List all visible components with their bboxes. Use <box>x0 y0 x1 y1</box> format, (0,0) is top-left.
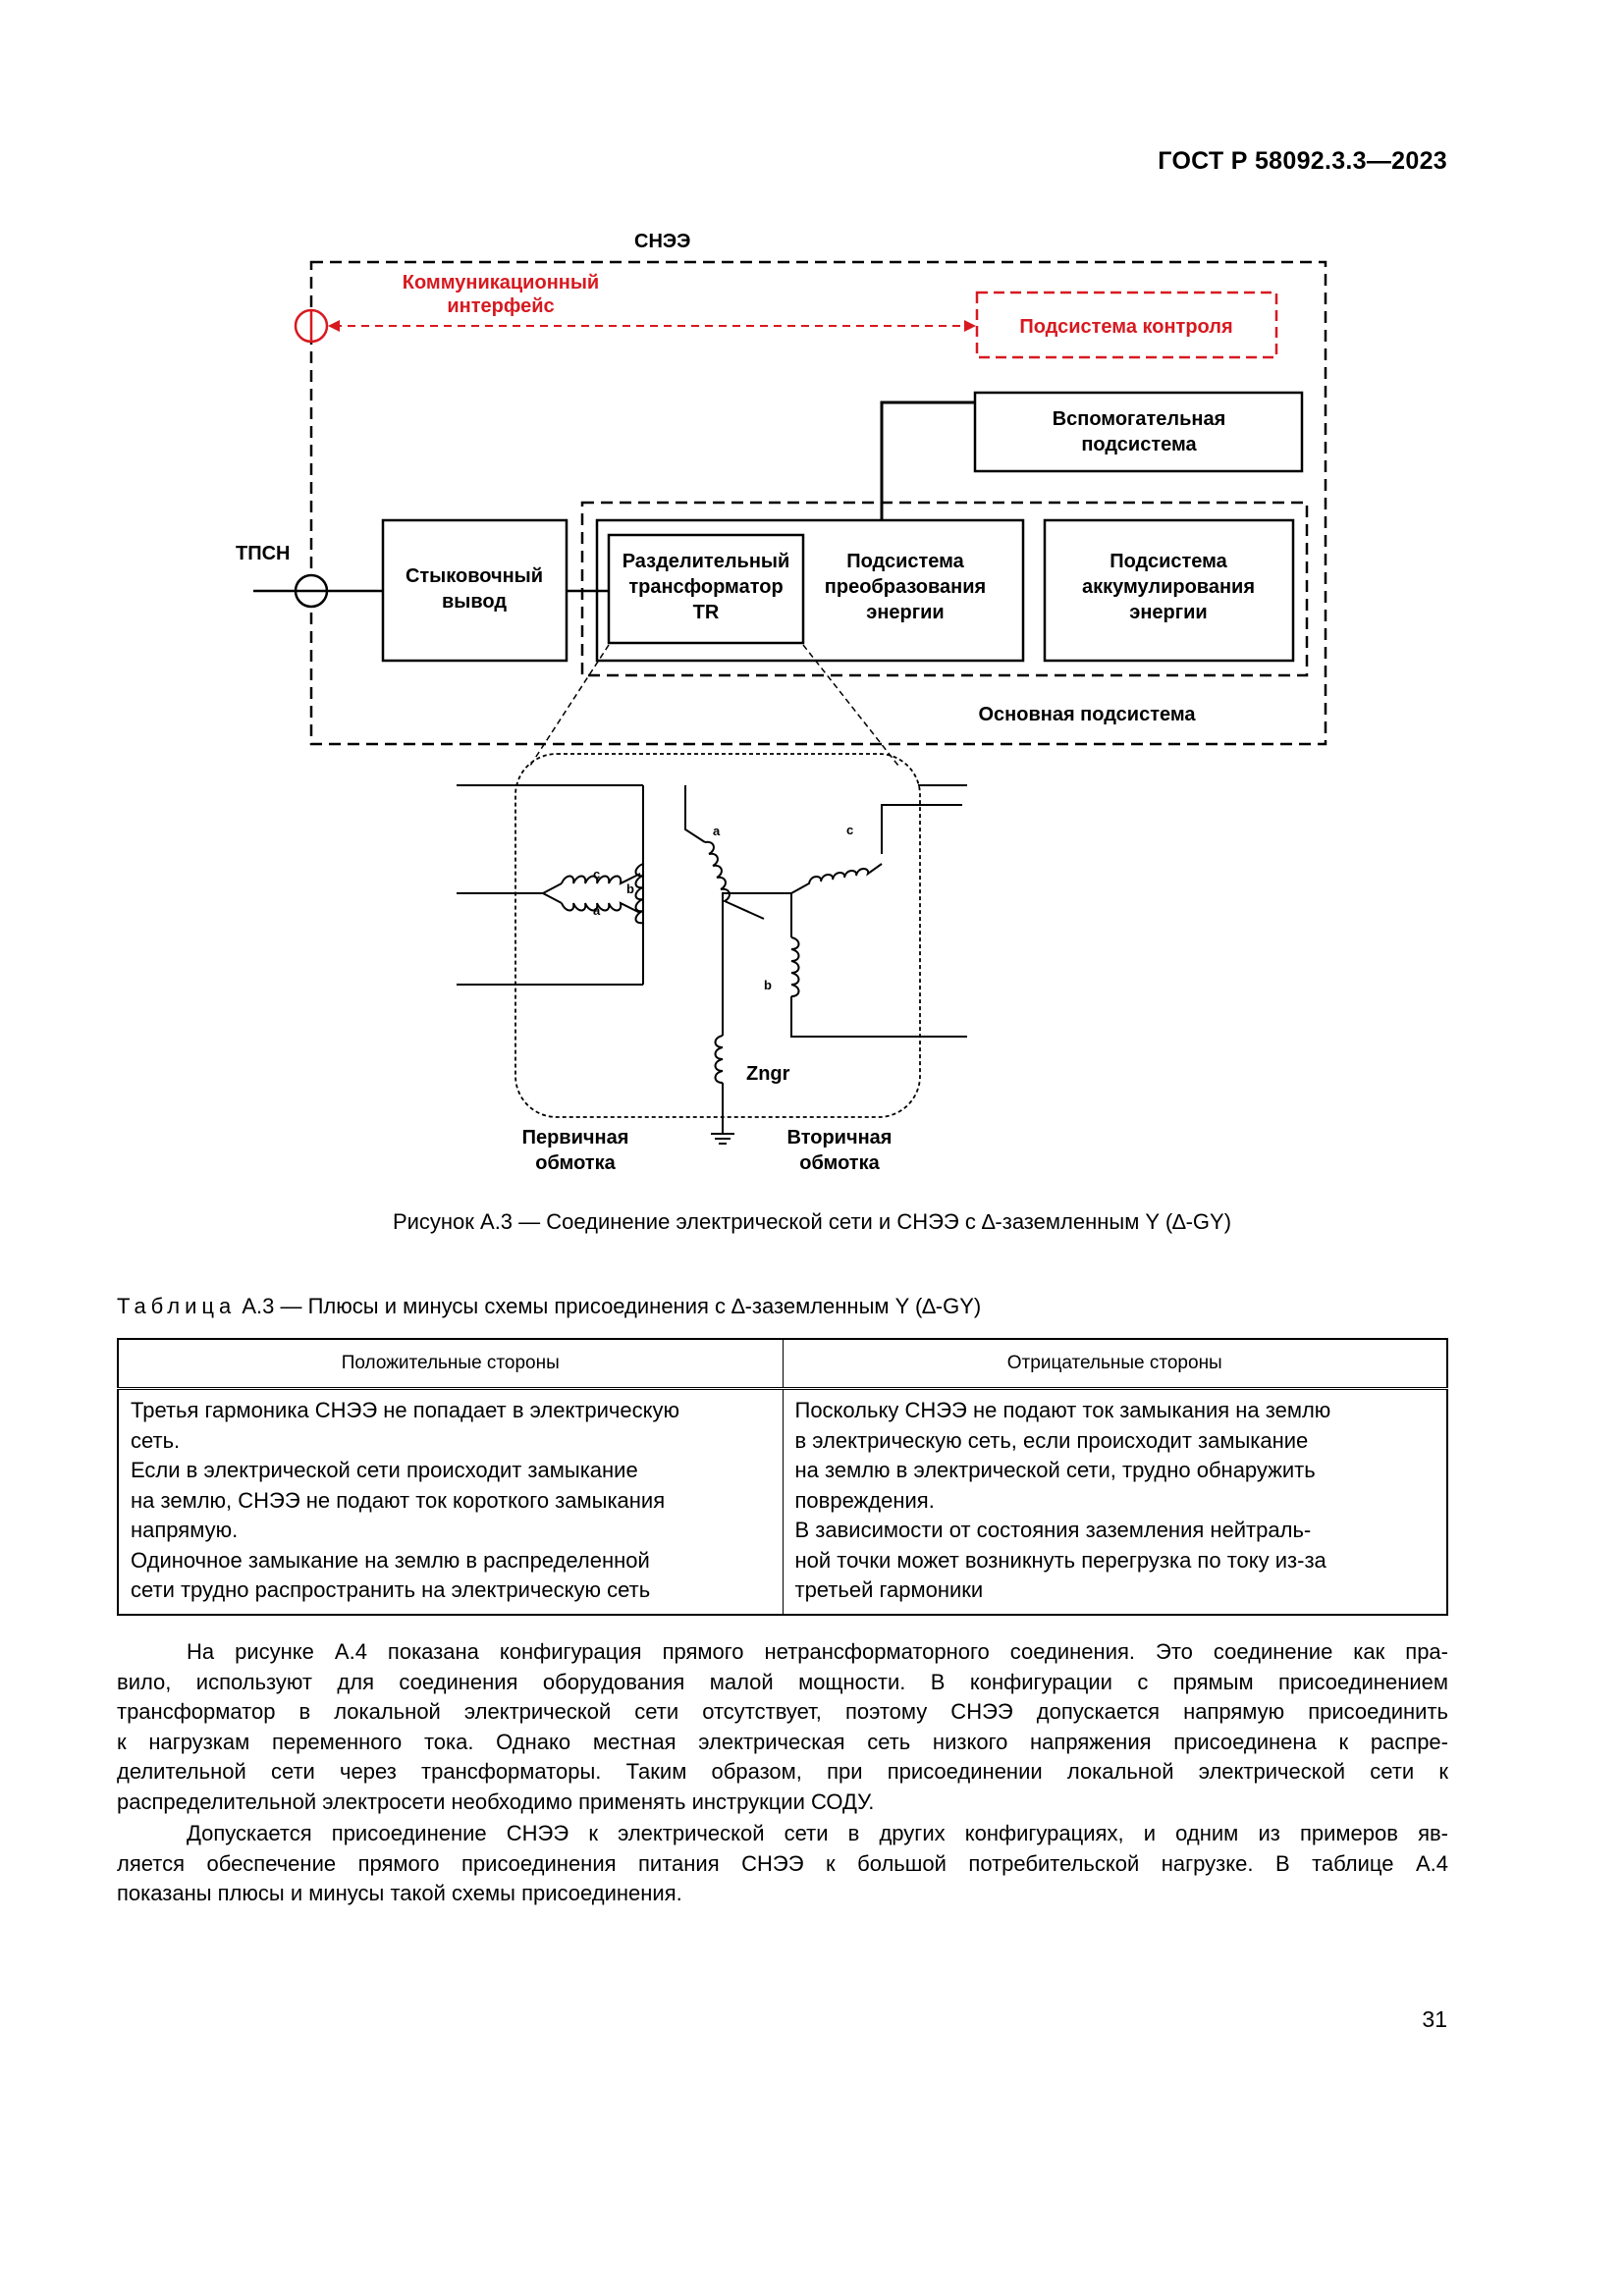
negative-line: третьей гармоники <box>794 1577 984 1602</box>
control-subsystem-label: Подсистема контроля <box>1019 316 1232 338</box>
positive-line: Одиночное замыкание на землю в распредел… <box>131 1547 650 1573</box>
zngr-label: Zngr <box>746 1063 790 1085</box>
negative-line: ной точки может возникнуть перегрузка по… <box>794 1547 1326 1573</box>
conversion-subsystem-box <box>595 518 1025 663</box>
primary-phase-a-label: a <box>593 903 601 918</box>
paragraph-line: показаны плюсы и минусы такой схемы прис… <box>117 1881 682 1905</box>
secondary-phase-a-label: a <box>713 824 721 838</box>
transformer-detail-boundary <box>514 753 921 1118</box>
paragraph-line: делительной сети через трансформаторы. Т… <box>117 1759 1448 1784</box>
secondary-phase-b-label: b <box>764 978 772 992</box>
primary-phase-c-label: c <box>593 867 600 881</box>
pros-cons-table: Положительные стороны Отрицательные стор… <box>117 1338 1448 1616</box>
negative-line: Поскольку СНЭЭ не подают ток замыкания н… <box>794 1398 1331 1422</box>
snee-label: СНЭЭ <box>634 231 690 252</box>
tpsn-label: ТПСН <box>236 543 290 564</box>
positive-cell: Третья гармоника СНЭЭ не попадает в элек… <box>117 1387 784 1616</box>
secondary-phase-c-label: c <box>846 823 853 837</box>
primary-phase-b-label: b <box>626 881 634 896</box>
paragraph-line: Допускается присоединение СНЭЭ к электри… <box>187 1821 1448 1845</box>
figure-caption: Рисунок А.3 — Соединение электрической с… <box>392 1209 1232 1234</box>
positive-line: напрямую. <box>131 1518 239 1542</box>
aux-subsystem-box <box>973 391 1304 473</box>
body-paragraph-2: Допускается присоединение СНЭЭ к электри… <box>117 1819 1448 1909</box>
positive-line: Если в электрической сети происходит зам… <box>131 1458 638 1482</box>
primary-winding-delta <box>457 784 644 986</box>
page-number: 31 <box>1422 2006 1447 2032</box>
paragraph-line: к нагрузкам переменного тока. Однако мес… <box>117 1729 1448 1754</box>
main-subsystem-label: Основная подсистема <box>978 704 1196 725</box>
aux-connection-line <box>880 400 975 520</box>
zoom-line-left <box>529 644 610 767</box>
document-standard-id: ГОСТ Р 58092.3.3—2023 <box>1158 147 1447 175</box>
table-title-prefix: Таблица <box>117 1294 237 1318</box>
secondary-winding-wye <box>684 784 967 1145</box>
paragraph-line: вило, используют для соединения оборудов… <box>117 1669 1448 1694</box>
paragraph-line: распределительной электросети необходимо… <box>117 1789 875 1814</box>
paragraph-line: ляется обеспечение прямого присоединения… <box>117 1850 1448 1876</box>
negative-line: в электрическую сеть, если происходит за… <box>794 1427 1309 1453</box>
table-title-text: А.3 — Плюсы и минусы схемы присоединения… <box>236 1294 982 1318</box>
column-header-positive: Положительные стороны <box>117 1338 784 1389</box>
negative-line: повреждения. <box>794 1487 935 1513</box>
storage-subsystem-box <box>1043 518 1295 663</box>
positive-line: Третья гармоника СНЭЭ не попадает в элек… <box>131 1398 680 1422</box>
column-header-negative: Отрицательные стороны <box>782 1338 1448 1389</box>
zoom-line-right <box>802 644 899 767</box>
arrow-right-icon <box>964 320 976 332</box>
table-row: Третья гармоника СНЭЭ не попадает в элек… <box>117 1387 1448 1616</box>
table-title: Таблица А.3 — Плюсы и минусы схемы присо… <box>117 1294 981 1319</box>
paragraph-line: трансформатор в локальной электрической … <box>117 1699 1448 1724</box>
table-header-row: Положительные стороны Отрицательные стор… <box>117 1338 1448 1389</box>
negative-line: на землю в электрической сети, трудно об… <box>794 1458 1316 1482</box>
positive-line: сети трудно распространить на электричес… <box>131 1577 651 1602</box>
positive-line: на землю, СНЭЭ не подают ток короткого з… <box>131 1487 666 1513</box>
main-subsystem-boundary <box>580 501 1309 677</box>
negative-line: В зависимости от состояния заземления не… <box>794 1518 1312 1542</box>
isolation-transformer-box <box>607 533 805 645</box>
body-paragraph-1: На рисунке А.4 показана конфигурация пря… <box>117 1637 1448 1817</box>
negative-cell: Поскольку СНЭЭ не подают ток замыкания н… <box>782 1387 1448 1616</box>
snee-boundary <box>309 260 1327 746</box>
arrow-left-icon <box>328 320 340 332</box>
paragraph-line: На рисунке А.4 показана конфигурация пря… <box>187 1639 1448 1664</box>
positive-line: сеть. <box>131 1427 181 1453</box>
